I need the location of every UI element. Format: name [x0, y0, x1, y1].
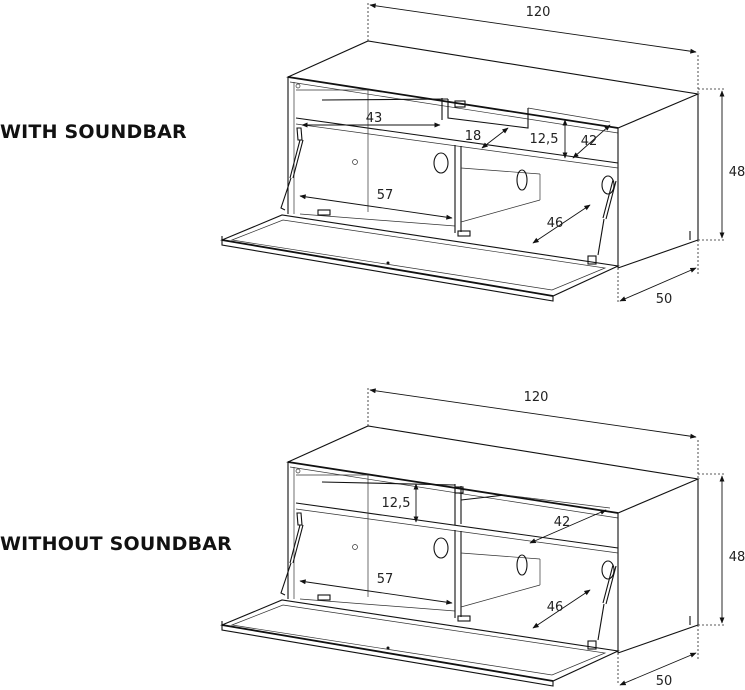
without-soundbar-title: WITHOUT SOUNDBAR: [0, 533, 232, 555]
dim-soundbar-height-label: 12,5: [530, 132, 559, 147]
dim-width-label: 120: [526, 5, 551, 20]
dim-lower-depth-label: 46: [547, 216, 564, 231]
dim-depth-label: 50: [656, 292, 673, 307]
dim-shelf-height-label: 12,5: [382, 496, 411, 511]
dim-lower-width-label: 57: [377, 188, 394, 203]
cabinet-without-soundbar: 120 48 50 12,5 42 57 46: [221, 388, 745, 689]
dim-soundbar-width-label: 18: [465, 129, 482, 144]
with-soundbar-title: WITH SOUNDBAR: [0, 121, 187, 143]
dim-height-label-2: 48: [729, 550, 745, 565]
dim-shelf-depth-label: 42: [581, 134, 598, 149]
dim-lower-width-label-2: 57: [377, 572, 394, 587]
dim-shelf-depth-label-2: 42: [554, 515, 571, 530]
dim-upper-width-label: 43: [366, 111, 383, 126]
cabinet-with-soundbar: 120 48 50 43 18 12,5 42 57 46: [221, 3, 745, 307]
dim-height-label: 48: [729, 165, 745, 180]
dim-width-label-2: 120: [524, 390, 549, 405]
dim-depth-label-2: 50: [656, 674, 673, 689]
dim-lower-depth-label-2: 46: [547, 600, 564, 615]
